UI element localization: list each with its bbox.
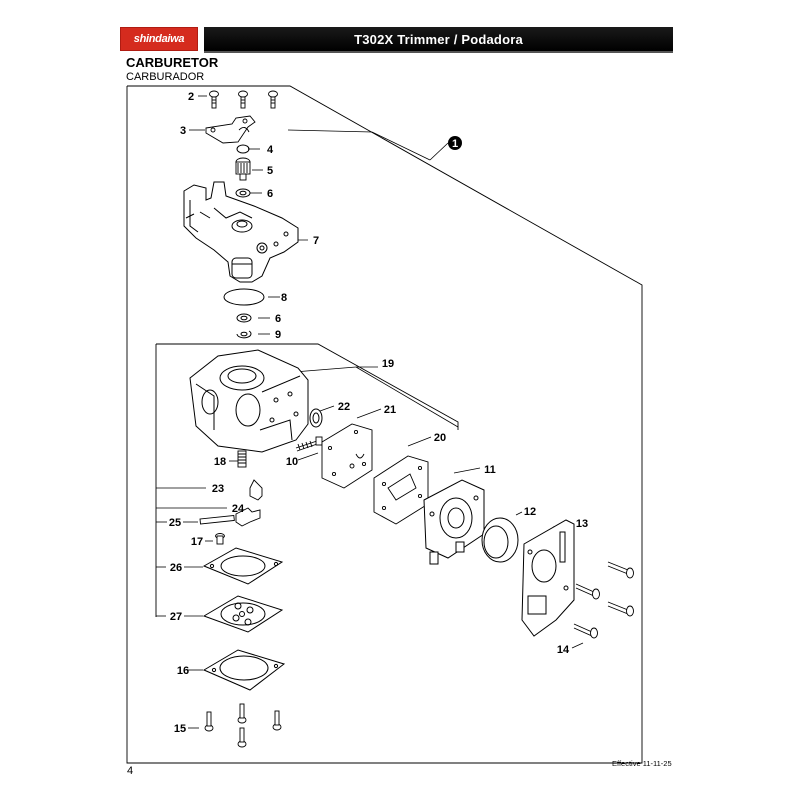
callout-22: 22 (338, 401, 350, 413)
callout-27: 27 (170, 611, 182, 623)
primer-bulb-part-12 (481, 517, 519, 563)
cover-part-16 (202, 649, 286, 691)
callout-15: 15 (174, 723, 186, 735)
section-subtitle: CARBURADOR (126, 71, 205, 83)
callout-12: 12 (524, 506, 536, 518)
callout-9: 9 (275, 329, 281, 341)
callout-23: 23 (212, 483, 224, 495)
washer-part-6 (235, 188, 251, 198)
clip-part-9 (236, 330, 252, 339)
gasket-part-21 (321, 423, 373, 489)
lever-part-24 (235, 507, 261, 527)
callout-16: 16 (177, 665, 189, 677)
spring-part-18 (237, 450, 247, 468)
assembly-outline (126, 85, 643, 764)
callout-13: 13 (576, 518, 588, 530)
gasket-part-8 (223, 288, 265, 306)
gasket-part-20 (373, 455, 429, 525)
callout-2: 2 (188, 91, 194, 103)
oring-part-4 (236, 144, 250, 154)
brand-logo: shindaiwa (120, 27, 198, 51)
callout-18: 18 (214, 456, 226, 468)
callout-8: 8 (281, 292, 287, 304)
screws-part-15 (204, 703, 282, 748)
callout-6-lower: 6 (275, 313, 281, 325)
adjust-screw-part-5 (235, 157, 251, 181)
callout-19: 19 (382, 358, 394, 370)
effective-date: Effective 11-11-25 (612, 759, 672, 768)
bracket-part-13 (521, 519, 575, 637)
page-header: shindaiwa T302X Trimmer / Podadora (120, 27, 673, 53)
screw-part-17 (215, 533, 225, 545)
callout-1: 1 (452, 138, 458, 150)
page-title: T302X Trimmer / Podadora (354, 31, 523, 47)
brand-logo-text: shindaiwa (133, 33, 185, 45)
callout-20: 20 (434, 432, 446, 444)
callout-26: 26 (170, 562, 182, 574)
callout-21: 21 (384, 404, 396, 416)
callout-24: 24 (232, 503, 245, 515)
section-title: CARBURETOR (126, 55, 219, 70)
callout-25: 25 (169, 517, 181, 529)
body-part-7 (183, 181, 299, 283)
callout-17: 17 (191, 536, 203, 548)
title-bar: T302X Trimmer / Podadora (204, 27, 673, 53)
callout-10: 10 (286, 456, 298, 468)
needle-part-10 (295, 436, 323, 452)
callout-7: 7 (313, 235, 319, 247)
callout-11: 11 (484, 464, 496, 476)
needle-valve-part-23 (249, 479, 263, 501)
diaphragm-part-27 (202, 595, 284, 633)
callout-14: 14 (557, 644, 570, 656)
pump-cover-part-11 (423, 479, 485, 565)
carburetor-body (189, 349, 309, 453)
callout-4: 4 (267, 144, 274, 156)
screws-part-14 (573, 561, 634, 639)
screw-part-2 (209, 90, 278, 109)
callout-3: 3 (180, 125, 186, 137)
pin-part-25 (199, 514, 235, 525)
diaphragm-part-26 (202, 547, 284, 585)
subassembly-outline (156, 343, 459, 430)
plate-part-3 (205, 115, 256, 144)
inlet-cap-part-22 (309, 408, 323, 428)
washer-part-6-lower (236, 313, 252, 323)
assembly-callout-badge (448, 136, 462, 150)
page-number: 4 (127, 765, 134, 777)
leader-lines (156, 95, 584, 729)
callout-6: 6 (267, 188, 273, 200)
callout-5: 5 (267, 165, 273, 177)
